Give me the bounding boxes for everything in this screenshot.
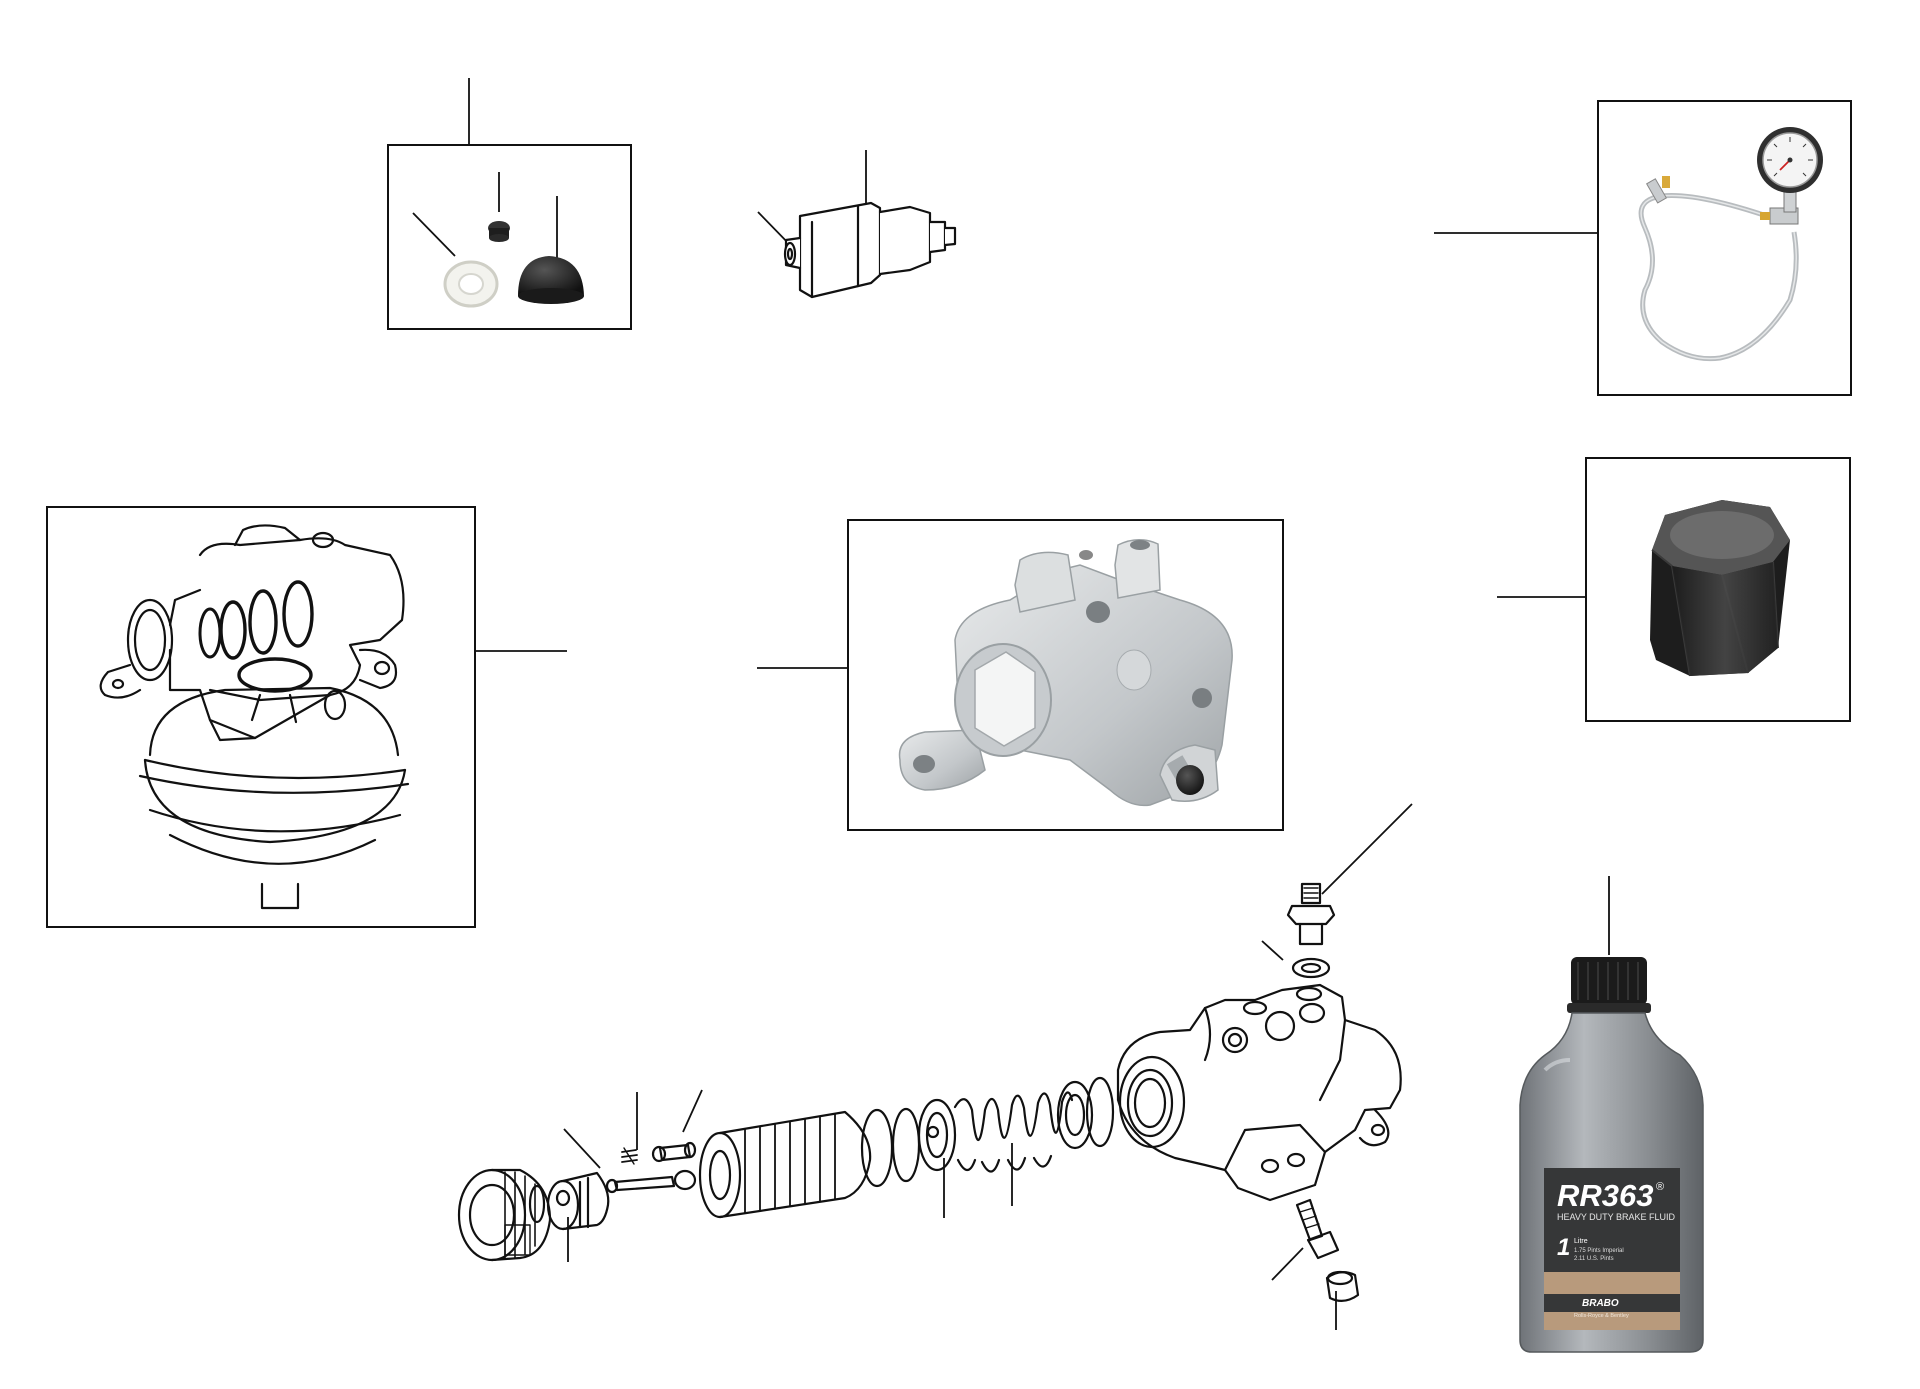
leader-line bbox=[682, 1089, 703, 1133]
pressure-test-gauge bbox=[1434, 100, 1852, 396]
valve-body-drawing bbox=[99, 524, 410, 910]
bottle-label: RR363 ® HEAVY DUTY BRAKE FLUID 1 Litre 1… bbox=[1544, 1168, 1680, 1330]
bottle-maker: BRABO bbox=[1582, 1298, 1619, 1309]
adaptor-union bbox=[757, 150, 957, 299]
dust-cover-icon bbox=[518, 256, 584, 304]
pressure-valve-assembly bbox=[46, 506, 567, 928]
dust-cap-kit bbox=[387, 78, 632, 330]
hex-cap-nut bbox=[1497, 457, 1851, 722]
part-frame bbox=[46, 506, 476, 928]
brake-fluid-bottle: RR363 ® HEAVY DUTY BRAKE FLUID 1 Litre 1… bbox=[1519, 876, 1704, 1353]
gauge-dial-icon bbox=[1757, 127, 1823, 193]
leader-line bbox=[412, 212, 456, 257]
bleed-nipple-cap-icon bbox=[488, 221, 510, 242]
bottle-cap-icon bbox=[1567, 957, 1651, 1013]
leader-line bbox=[1271, 1247, 1304, 1281]
bottle-brand: RR363 bbox=[1557, 1178, 1654, 1213]
bottle-pints-imperial: 1.75 Pints Imperial bbox=[1574, 1248, 1624, 1254]
leader-line bbox=[1261, 940, 1284, 961]
bottle-volume-unit: Litre bbox=[1574, 1238, 1588, 1245]
gauge-hose-icon bbox=[1638, 176, 1799, 362]
washer-icon bbox=[443, 260, 499, 308]
leader-line bbox=[1321, 803, 1413, 895]
bottle-volume-number: 1 bbox=[1557, 1234, 1570, 1261]
hex-nut-icon bbox=[1650, 500, 1790, 677]
bottle-reg-mark: ® bbox=[1656, 1181, 1664, 1193]
part-frame bbox=[387, 144, 632, 330]
leader-line bbox=[563, 1128, 601, 1169]
valve-body-photo bbox=[898, 539, 1233, 807]
bottle-for-text: Rolls-Royce & Bentley bbox=[1574, 1313, 1629, 1319]
exploded-valve-components bbox=[457, 803, 1413, 1330]
bottle-subtitle: HEAVY DUTY BRAKE FLUID bbox=[1557, 1212, 1676, 1222]
bottle-pints-us: 2.11 U.S. Pints bbox=[1574, 1256, 1614, 1262]
pressure-valve-unit bbox=[757, 519, 1284, 831]
